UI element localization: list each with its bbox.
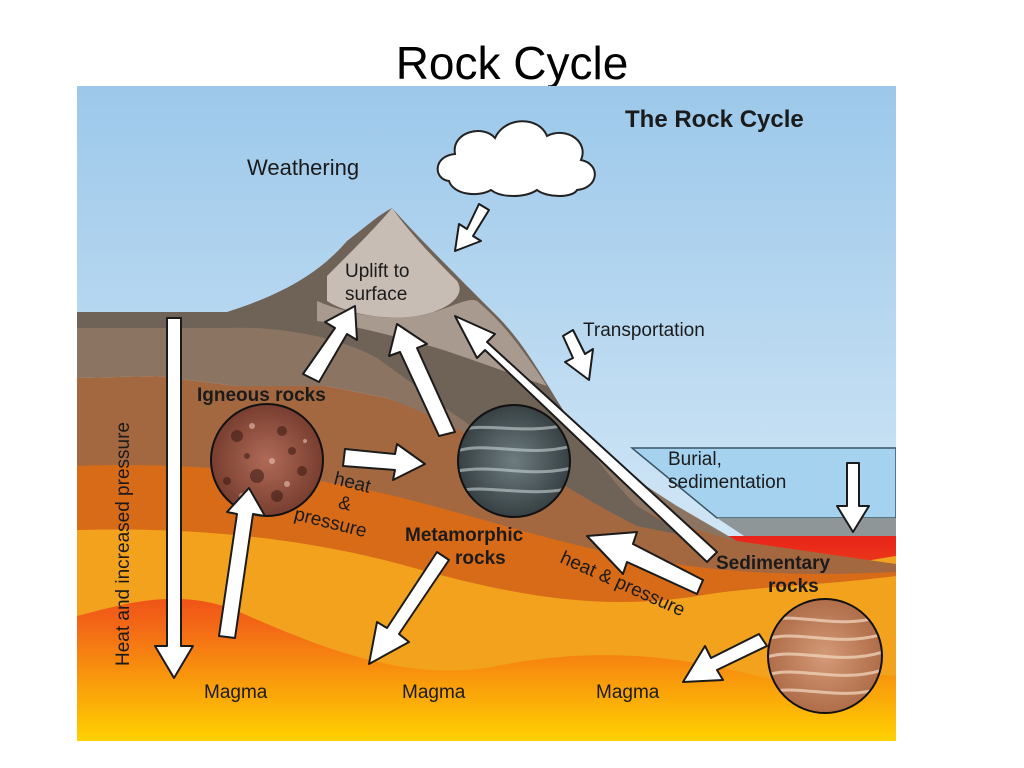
arrow-sedimentary-uplift [454,315,718,563]
label-igneous-rocks: Igneous rocks [197,385,326,406]
label-ampersand-left: & [336,492,354,516]
rock-cycle-diagram: The Rock Cycle Weathering Uplift to surf… [77,86,896,741]
arrow-igneous-uplift [302,305,358,383]
label-sedimentary-line1: Sedimentary [716,553,830,574]
arrow-weathering [454,203,490,252]
arrow-sedimentary-to-magma [682,633,768,683]
label-magma-3: Magma [596,682,660,703]
label-magma-2: Magma [402,682,466,703]
slide-title: Rock Cycle [395,37,629,89]
yellow-layer [77,523,896,680]
diagram-title: The Rock Cycle [625,106,804,133]
label-transportation: Transportation [583,320,705,341]
metamorphic-rock-sample [457,404,571,518]
arrow-heat-pressure-down [154,317,194,679]
label-magma-1: Magma [204,682,268,703]
arrow-sedimentary-to-metamorphic [586,531,704,595]
arrow-transportation [562,329,594,381]
grey-brown-layer [77,316,737,541]
mountain-light-face [327,208,460,318]
igneous-rock-sample [210,403,324,517]
arrow-magma-to-igneous [218,487,266,639]
arrow-metamorphic-to-magma [368,551,450,665]
mountain-mid-face [317,299,547,386]
arrow-metamorphic-uplift [388,323,456,437]
lake [629,447,896,519]
label-sedimentary-line2: rocks [768,576,819,597]
label-burial-line1: Burial, [668,449,722,470]
label-uplift-line2: surface [345,284,407,305]
label-weathering: Weathering [247,155,359,180]
label-burial-line2: sedimentation [668,472,786,493]
label-metamorphic-line1: Metamorphic [405,525,524,546]
label-metamorphic-line2: rocks [455,548,506,569]
sedimentary-rock-sample [767,598,883,714]
arrow-burial [836,462,870,533]
cloud-icon [436,120,596,197]
label-uplift-line1: Uplift to [345,261,409,282]
arrow-igneous-to-metamorphic [342,443,426,481]
label-heat-increased-pressure: Heat and increased pressure [113,422,134,666]
